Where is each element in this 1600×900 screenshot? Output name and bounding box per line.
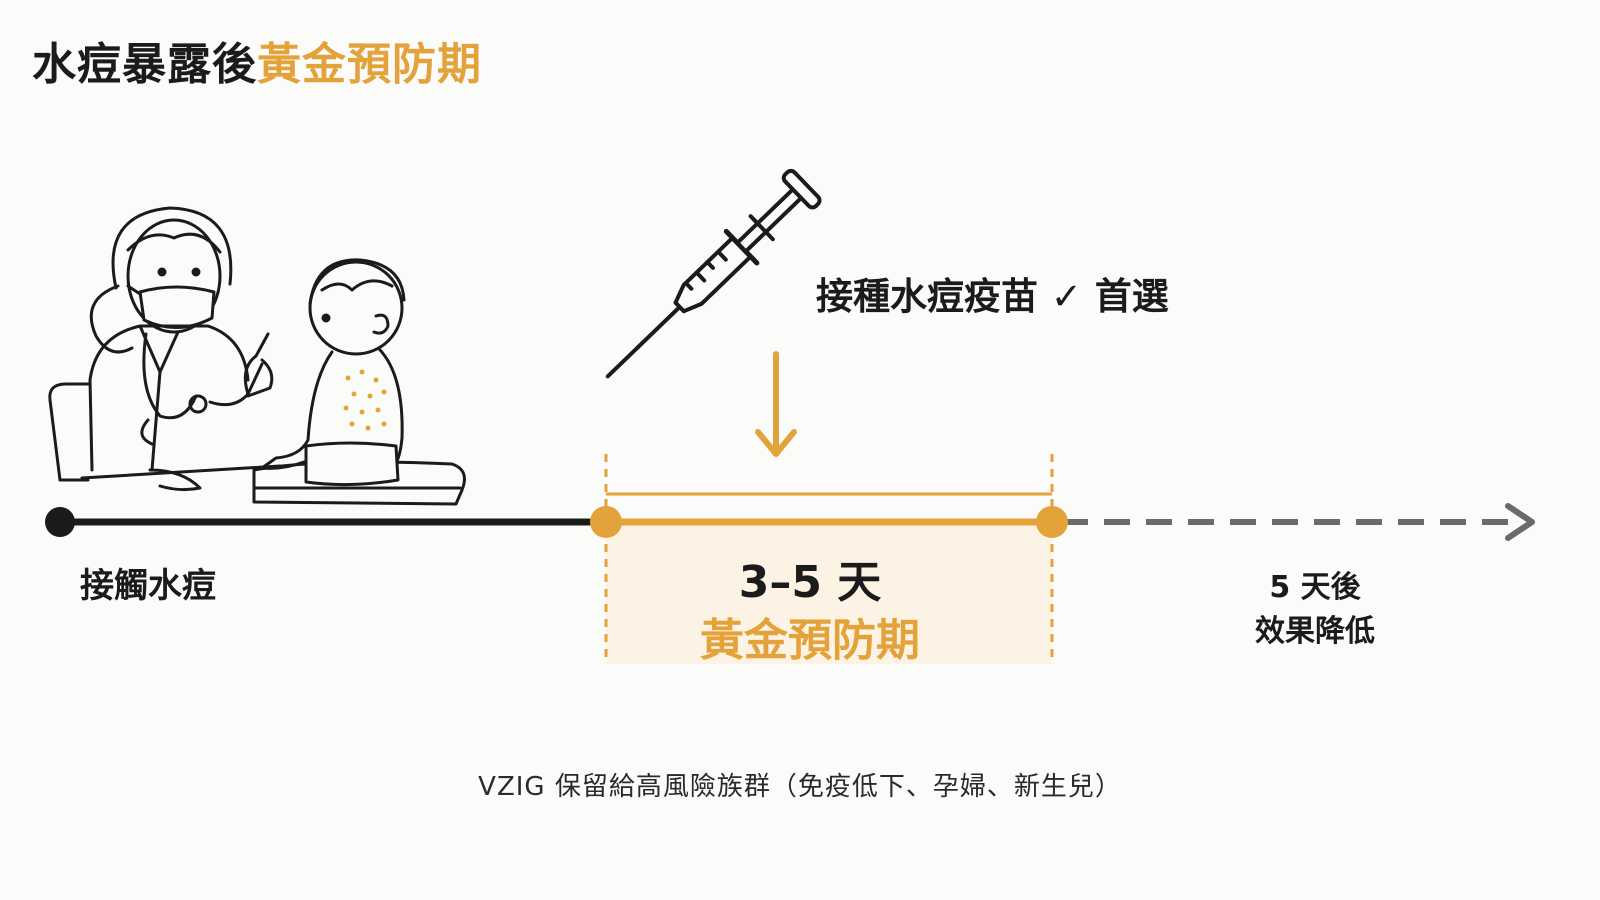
footnote: VZIG 保留給高風險族群（免疫低下、孕婦、新生兒） bbox=[478, 772, 1122, 802]
syringe-icon bbox=[605, 168, 822, 379]
after-days-label: 5 天後 bbox=[1269, 570, 1361, 605]
after-effect-label: 效果降低 bbox=[1255, 614, 1375, 649]
page-title: 水痘暴露後黃金預防期 bbox=[32, 28, 482, 92]
title-main: 水痘暴露後 bbox=[32, 39, 257, 90]
window-start-node bbox=[590, 506, 622, 538]
exposure-node bbox=[45, 507, 75, 537]
window-end-node bbox=[1036, 506, 1068, 538]
window-days-label: 3–5 天 bbox=[738, 557, 882, 608]
doctor-examining-child-illustration bbox=[48, 206, 466, 506]
vaccine-recommendation-label: 接種水痘疫苗 ✓ 首選 bbox=[816, 275, 1169, 318]
chickenpox-spots bbox=[343, 369, 387, 431]
arrow-down-icon bbox=[755, 351, 797, 457]
exposure-label: 接觸水痘 bbox=[80, 566, 216, 606]
title-highlight: 黃金預防期 bbox=[257, 39, 482, 90]
prevention-window-area bbox=[606, 522, 1052, 664]
window-name-label: 黃金預防期 bbox=[700, 615, 920, 666]
timeline-arrowhead-icon bbox=[1505, 503, 1535, 541]
